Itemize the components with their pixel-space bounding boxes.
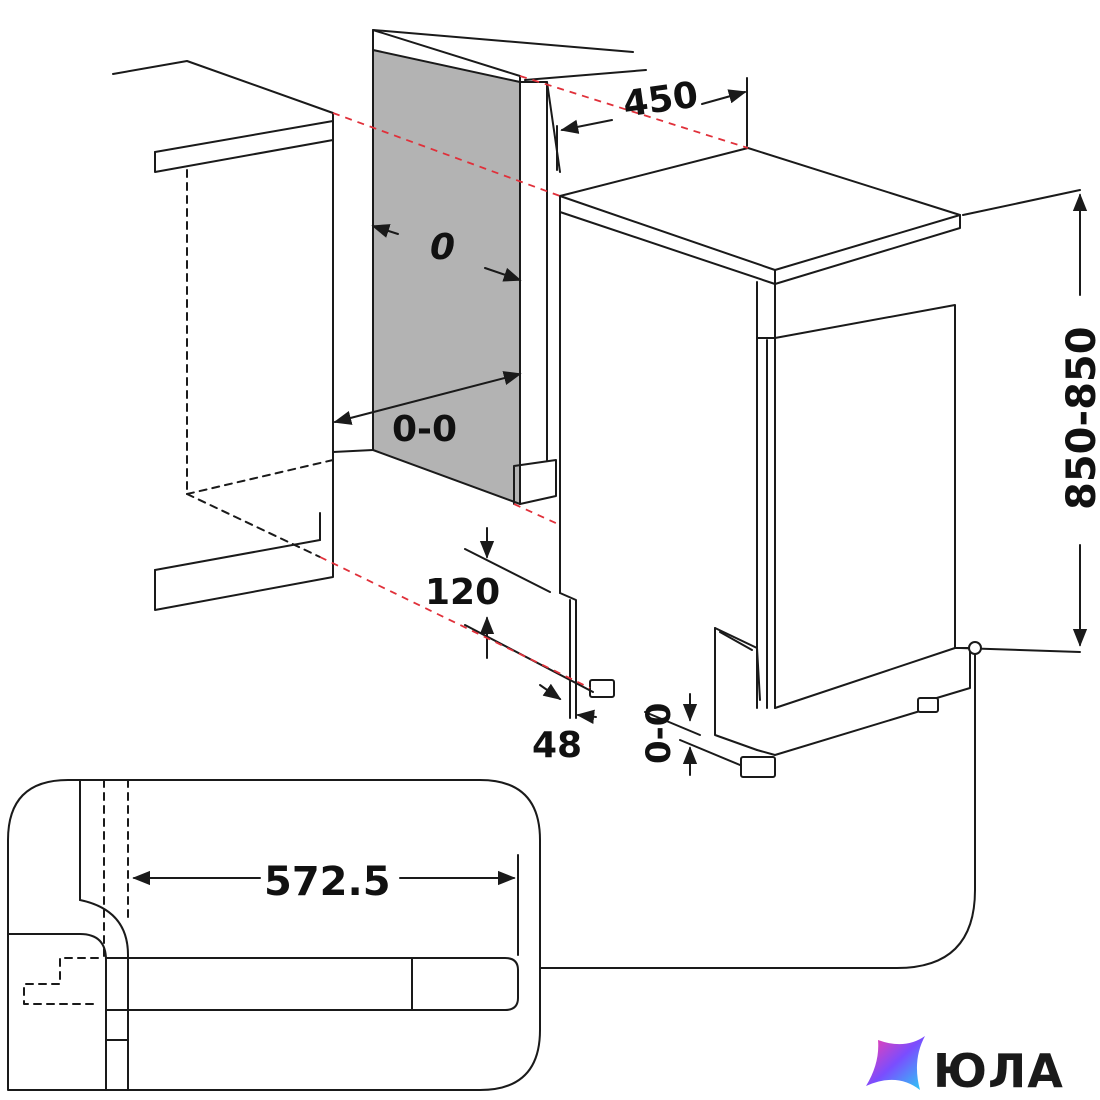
floor-gap-dimension-lines: [644, 693, 741, 776]
dishwasher: [559, 147, 971, 778]
width-dimension-lines: [556, 77, 748, 171]
detail-box: [7, 779, 541, 1091]
plinth-label: 120: [425, 572, 501, 613]
yula-star-logo: [866, 1036, 925, 1090]
detail-hidden-lines: [23, 779, 129, 1005]
width-label: 450: [620, 74, 701, 126]
plinth-dimension-lines: [464, 527, 597, 724]
depth-label: 572.5: [264, 859, 391, 905]
guide-lines: [319, 75, 749, 689]
height-label: 850-850: [1059, 326, 1100, 510]
brand-name: ЮЛА: [933, 1044, 1064, 1098]
side-gap-dimension-lines: [333, 224, 522, 425]
cabinet-hidden-outline: [186, 169, 334, 558]
side-gap-label: 0: [430, 227, 456, 268]
toe-kick-label: 48: [532, 725, 583, 766]
left-cabinet: [112, 60, 334, 611]
detail-leader: [539, 641, 982, 969]
floor-gap-label: 0-0: [639, 702, 679, 764]
back-gap-label: 0-0: [392, 409, 458, 450]
